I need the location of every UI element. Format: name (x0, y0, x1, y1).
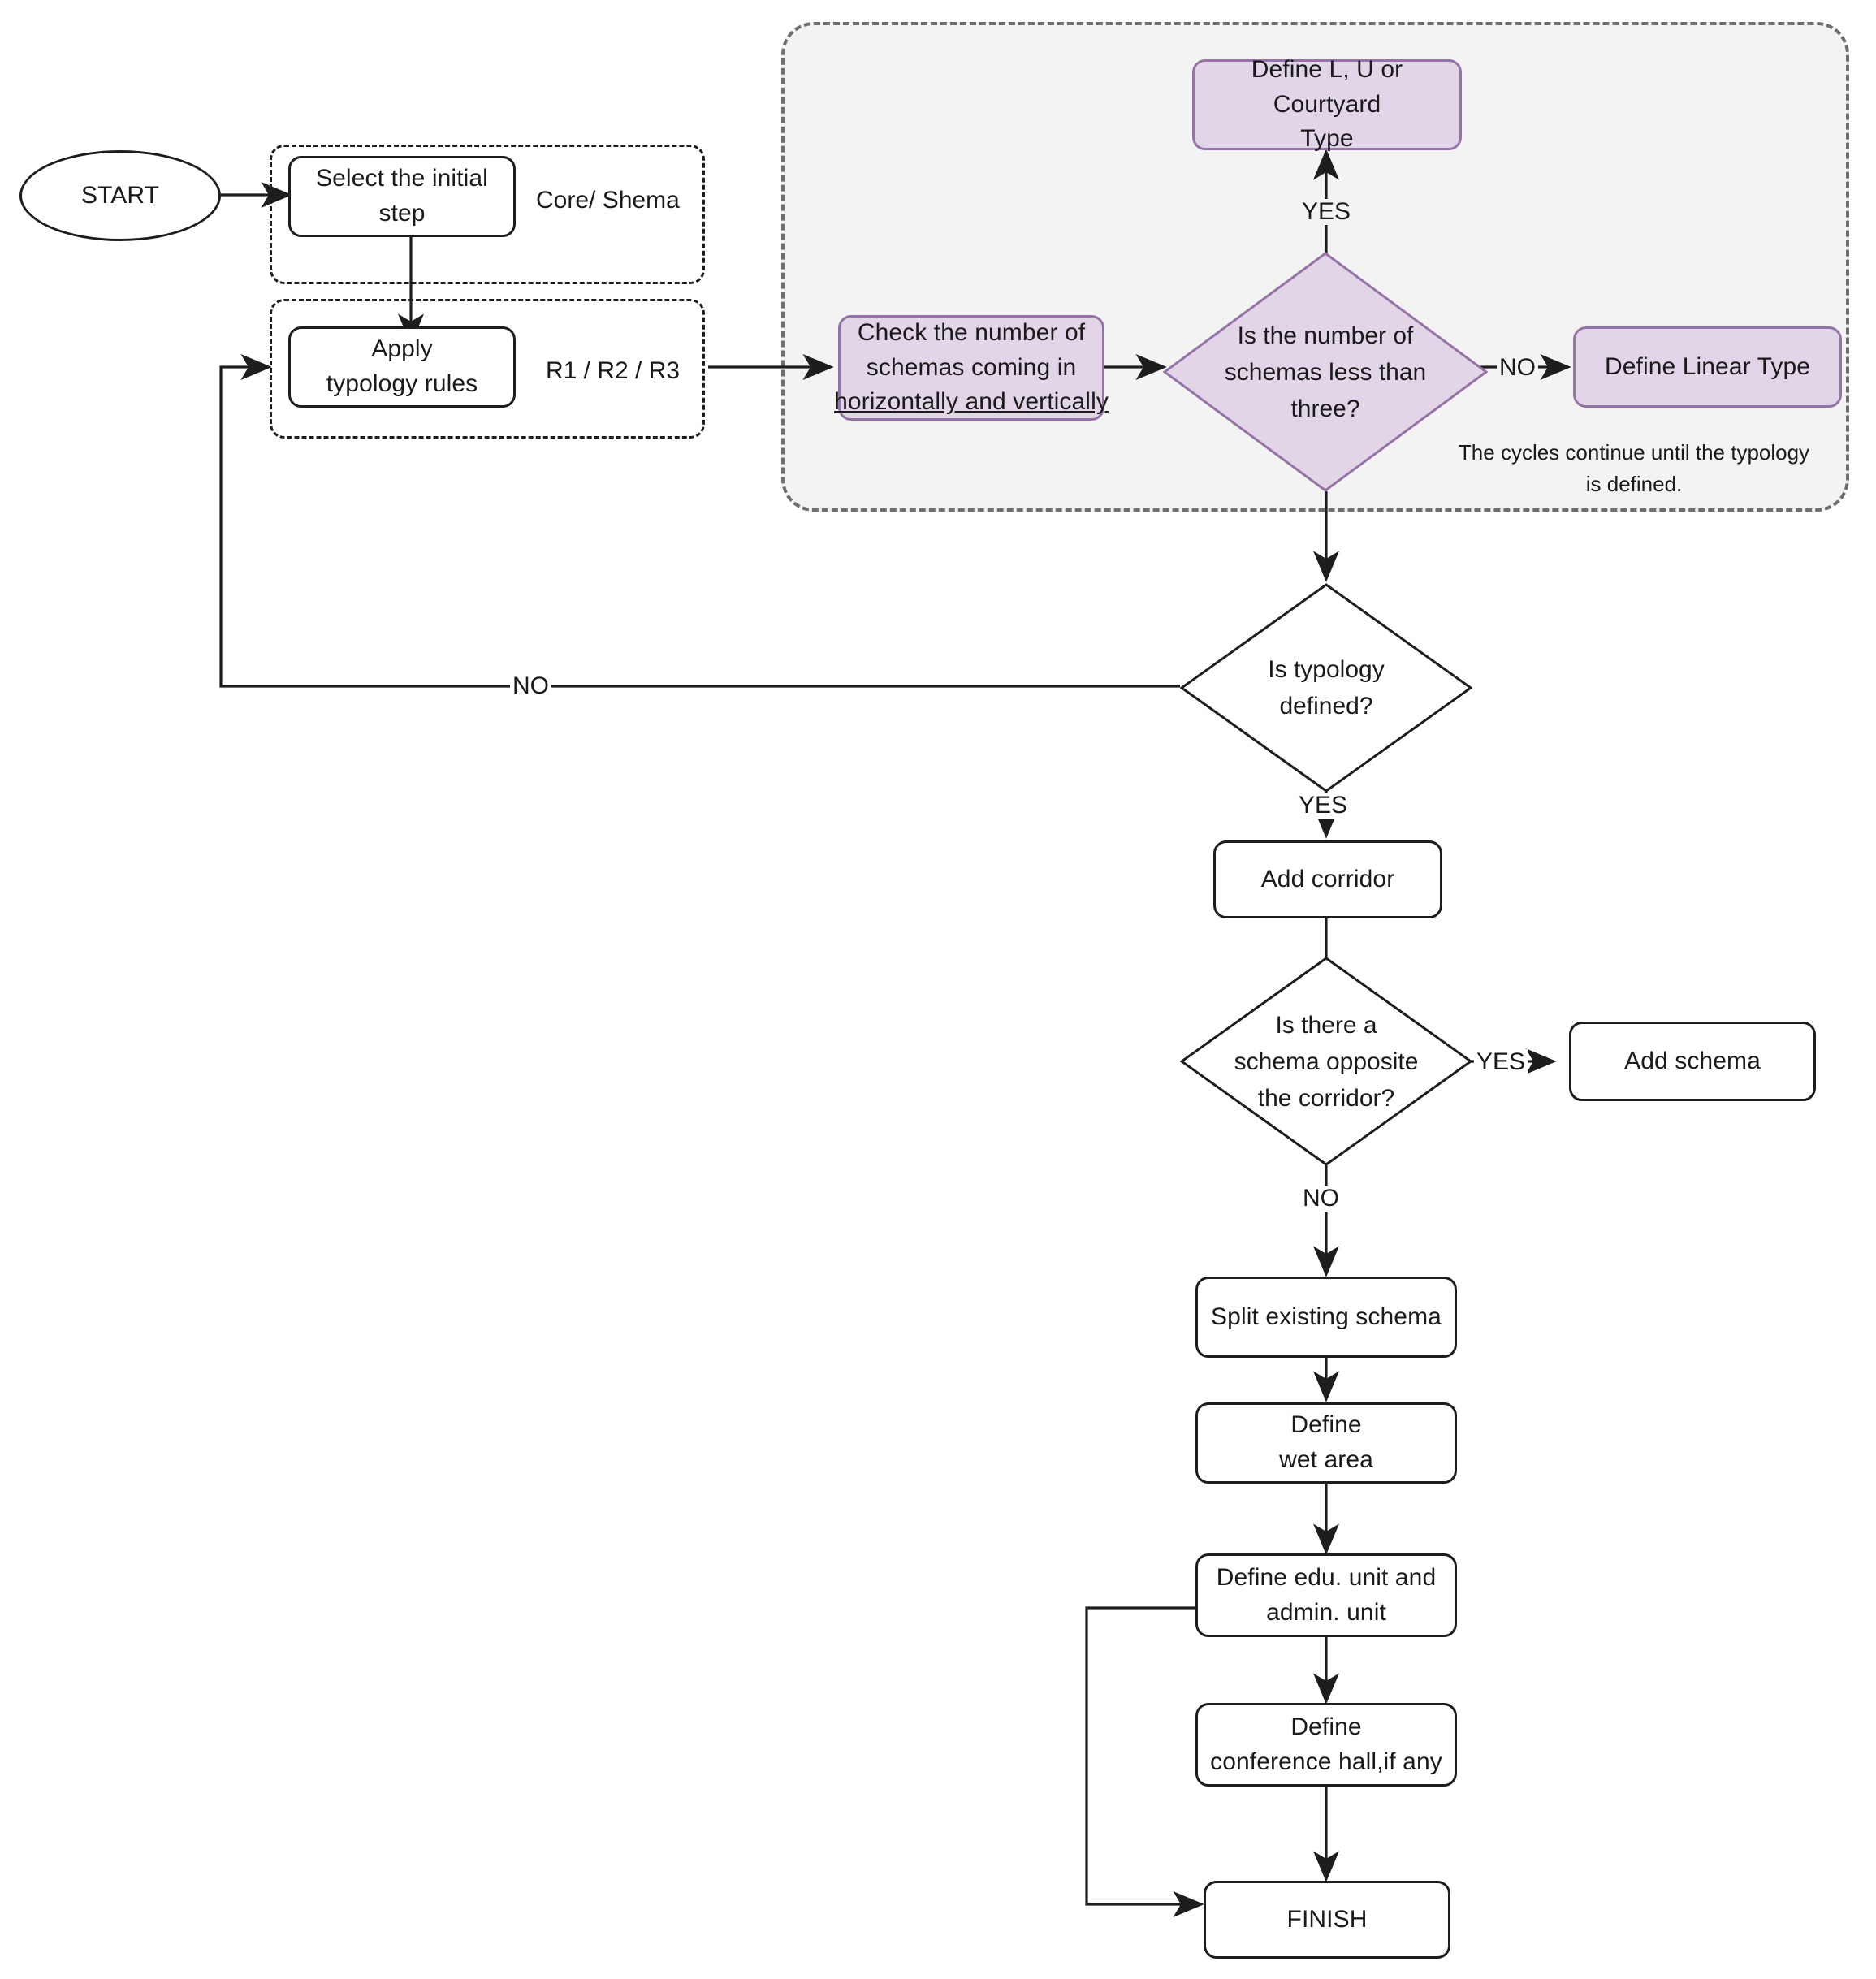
add-schema-node[interactable]: Add schema (1569, 1022, 1816, 1101)
define-wet-area-line-2: wet area (1279, 1446, 1373, 1473)
define-lu-courtyard-node[interactable]: Define L, U or Courtyard Type (1192, 56, 1462, 153)
core-shema-label: Core/ Shema (536, 187, 680, 214)
check-schemas-node[interactable]: Check the number of schemas coming in ho… (834, 315, 1109, 421)
edge-label-no-split-schema: NO (1300, 1186, 1342, 1212)
cycles-note-line-2: is defined. (1585, 472, 1683, 496)
group-core-shema (270, 145, 705, 284)
schemas-less-than-three-line-2: schemas less than (1224, 358, 1427, 386)
split-existing-schema-label: Split existing schema (1211, 1303, 1442, 1330)
schema-opposite-corridor-line-3: the corridor? (1257, 1084, 1395, 1112)
finish-node[interactable]: FINISH (1204, 1881, 1450, 1959)
split-existing-schema-node[interactable]: Split existing schema (1195, 1277, 1457, 1358)
define-conference-hall-line-2: conference hall,if any (1210, 1748, 1442, 1775)
select-initial-step-node[interactable]: Select the initial step (288, 156, 516, 237)
schema-opposite-corridor-decision[interactable]: Is there a schema opposite the corridor? (1180, 957, 1472, 1166)
rules-label: R1 / R2 / R3 (546, 357, 681, 384)
is-typology-defined-decision[interactable]: Is typology defined? (1180, 583, 1472, 793)
edge-label-no-linear-type: NO (1497, 355, 1538, 381)
define-wet-area-line-1: Define (1290, 1411, 1362, 1439)
edge-label-yes-add-schema: YES (1474, 1049, 1528, 1075)
finish-label: FINISH (1286, 1905, 1368, 1933)
define-wet-area-node[interactable]: Define wet area (1195, 1402, 1457, 1484)
define-conference-hall-node[interactable]: Define conference hall,if any (1195, 1703, 1457, 1787)
schemas-less-than-three-line-3: three? (1290, 395, 1360, 422)
start-label: START (80, 181, 160, 209)
edge-label-yes-typology-defined: YES (1296, 793, 1351, 819)
select-initial-step-line-2: step (378, 200, 426, 227)
schema-opposite-corridor-line-2: schema opposite (1234, 1048, 1419, 1075)
add-schema-label: Add schema (1624, 1047, 1761, 1074)
add-corridor-node[interactable]: Add corridor (1213, 840, 1442, 918)
check-schemas-line-2: schemas coming in (866, 353, 1077, 381)
apply-typology-rules-line-2: typology rules (326, 370, 478, 397)
define-edu-admin-unit-line-1: Define edu. unit and (1216, 1563, 1437, 1591)
is-typology-defined-line-1: Is typology (1268, 656, 1385, 683)
is-typology-defined-line-2: defined? (1279, 693, 1373, 719)
schemas-less-than-three-decision[interactable]: Is the number of schemas less than three… (1163, 252, 1488, 492)
define-linear-type-label: Define Linear Type (1604, 352, 1811, 380)
cycles-note: The cycles continue until the typology i… (1431, 437, 1837, 500)
edge-label-no-typology-loop: NO (510, 673, 551, 699)
add-corridor-label: Add corridor (1260, 865, 1395, 892)
schemas-less-than-three-line-1: Is the number of (1237, 322, 1414, 349)
edge-label-yes-lu-courtyard: YES (1299, 199, 1354, 225)
check-schemas-line-1: Check the number of (857, 319, 1086, 347)
schema-opposite-corridor-line-1: Is there a (1275, 1011, 1377, 1039)
check-schemas-line-3: horizontally and vertically (834, 388, 1109, 416)
apply-typology-rules-node[interactable]: Apply typology rules (288, 326, 516, 408)
define-edu-admin-unit-node[interactable]: Define edu. unit and admin. unit (1195, 1553, 1457, 1637)
start-node[interactable]: START (19, 150, 221, 241)
define-lu-courtyard-line-1: Define L, U or Courtyard (1251, 56, 1403, 118)
define-linear-type-node[interactable]: Define Linear Type (1573, 326, 1842, 408)
select-initial-step-line-1: Select the initial (316, 165, 488, 192)
define-edu-admin-unit-line-2: admin. unit (1266, 1598, 1386, 1626)
define-conference-hall-line-1: Define (1290, 1713, 1362, 1740)
apply-typology-rules-line-1: Apply (371, 335, 433, 363)
define-lu-courtyard-line-2: Type (1300, 125, 1354, 153)
cycles-note-line-1: The cycles continue until the typology (1458, 440, 1810, 465)
